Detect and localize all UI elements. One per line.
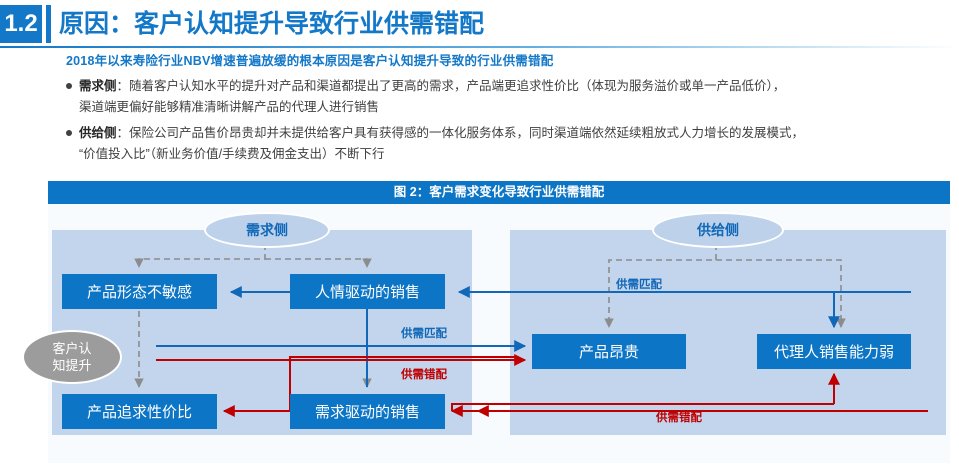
title-divider-rule: [46, 5, 51, 43]
bullet-term: 供给侧: [79, 126, 117, 140]
page-header: 1.2 原因：客户认知提升导致行业供需错配: [0, 0, 959, 48]
bullet-text-line1: 需求侧：随着客户认知水平的提升对产品和渠道都提出了更高的需求，产品端更追求性价比…: [79, 79, 785, 93]
customer-cognition-driver-ellipse: 客户认 知提升: [22, 330, 122, 384]
bullet-text-line1: 供给侧：保险公司产品售价昂贵却并未提供给客户具有获得感的一体化服务体系，同时渠道…: [79, 126, 804, 140]
bullet-dot-icon: [66, 130, 72, 136]
bullet-item-demand-side: 需求侧：随着客户认知水平的提升对产品和渠道都提出了更高的需求，产品端更追求性价比…: [66, 76, 946, 118]
supply-side-panel: [510, 230, 946, 435]
edge-label-match-supply: 供需匹配: [616, 279, 662, 291]
figure-container: 图 2：客户需求变化导致行业供需错配: [22, 181, 950, 463]
bullet-body-line2: 渠道端更偏好能够精准清晰讲解产品的代理人进行销售: [79, 100, 380, 114]
bullet-dot-icon: [66, 83, 72, 89]
bullet-term: 需求侧: [79, 79, 117, 93]
figure-caption: 图 2：客户需求变化导致行业供需错配: [48, 181, 950, 204]
bullet-item-supply-side: 供给侧：保险公司产品售价昂贵却并未提供给客户具有获得感的一体化服务体系，同时渠道…: [66, 123, 946, 165]
node-product-value-for-money[interactable]: 产品追求性价比: [62, 394, 217, 429]
supply-side-group-label: 供给侧: [652, 212, 784, 248]
bullet-body-line2: “价值投入比”（新业务价值/手续费及佣金支出）不断下行: [79, 147, 385, 161]
bullet-body-line1: ：随着客户认知水平的提升对产品和渠道都提出了更高的需求，产品端更追求性价比（体现…: [116, 79, 786, 93]
demand-side-group-label: 需求侧: [204, 212, 330, 248]
driver-line2: 知提升: [52, 358, 92, 373]
header-underline: [0, 46, 959, 48]
driver-line1: 客户认: [52, 341, 92, 356]
node-demand-driven-sales[interactable]: 需求驱动的销售: [290, 394, 445, 429]
section-number-badge: 1.2: [0, 5, 42, 43]
node-relationship-driven-sales[interactable]: 人情驱动的销售: [290, 274, 445, 309]
edge-label-match-middle: 供需匹配: [401, 328, 447, 340]
edge-label-mismatch-middle: 供需错配: [401, 369, 447, 381]
bullet-body-line1: ：保险公司产品售价昂贵却并未提供给客户具有获得感的一体化服务体系，同时渠道端依然…: [116, 126, 805, 140]
node-product-form-insensitive[interactable]: 产品形态不敏感: [62, 274, 217, 309]
page-title: 原因：客户认知提升导致行业供需错配: [59, 10, 485, 38]
figure-canvas: 需求侧 供给侧 客户认 知提升 产品形态不敏感 人情驱动的销售 产品追求性价比 …: [22, 204, 950, 463]
lead-statement: 2018年以来寿险行业NBV增速普遍放缓的根本原因是客户认知提升导致的行业供需错…: [66, 54, 554, 68]
figure-connectors: [134, 244, 928, 417]
node-weak-agent-sales-ability[interactable]: 代理人销售能力弱: [757, 334, 911, 369]
edge-label-mismatch-bottom: 供需错配: [656, 412, 702, 424]
node-expensive-product[interactable]: 产品昂贵: [532, 334, 686, 369]
